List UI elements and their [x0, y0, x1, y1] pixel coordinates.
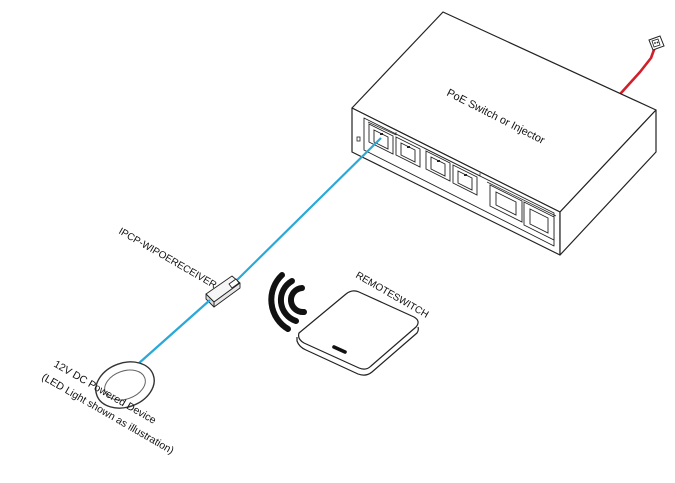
reset-button: [356, 136, 361, 142]
receiver-label: IPCP-WIPOERECEIVER: [117, 226, 219, 291]
port-4: [452, 164, 478, 196]
remote-switch-indicator: [332, 345, 347, 354]
ethernet-cable-receiver-to-device: [137, 299, 211, 365]
power-cable: [611, 46, 657, 104]
port-2: [395, 136, 421, 168]
port-6: [523, 201, 555, 241]
wifi-icon: [268, 272, 307, 332]
remote-switch: [296, 290, 419, 376]
port-leds: [380, 133, 467, 176]
led-ring-light-icon: [95, 361, 155, 409]
port-grouping-lines: [367, 121, 557, 217]
poe-switch: [351, 11, 657, 256]
ethernet-cable-switch-to-receiver: [235, 137, 382, 282]
power-outlet-icon: [648, 35, 665, 51]
port-5: [489, 184, 523, 223]
port-3: [425, 150, 451, 182]
